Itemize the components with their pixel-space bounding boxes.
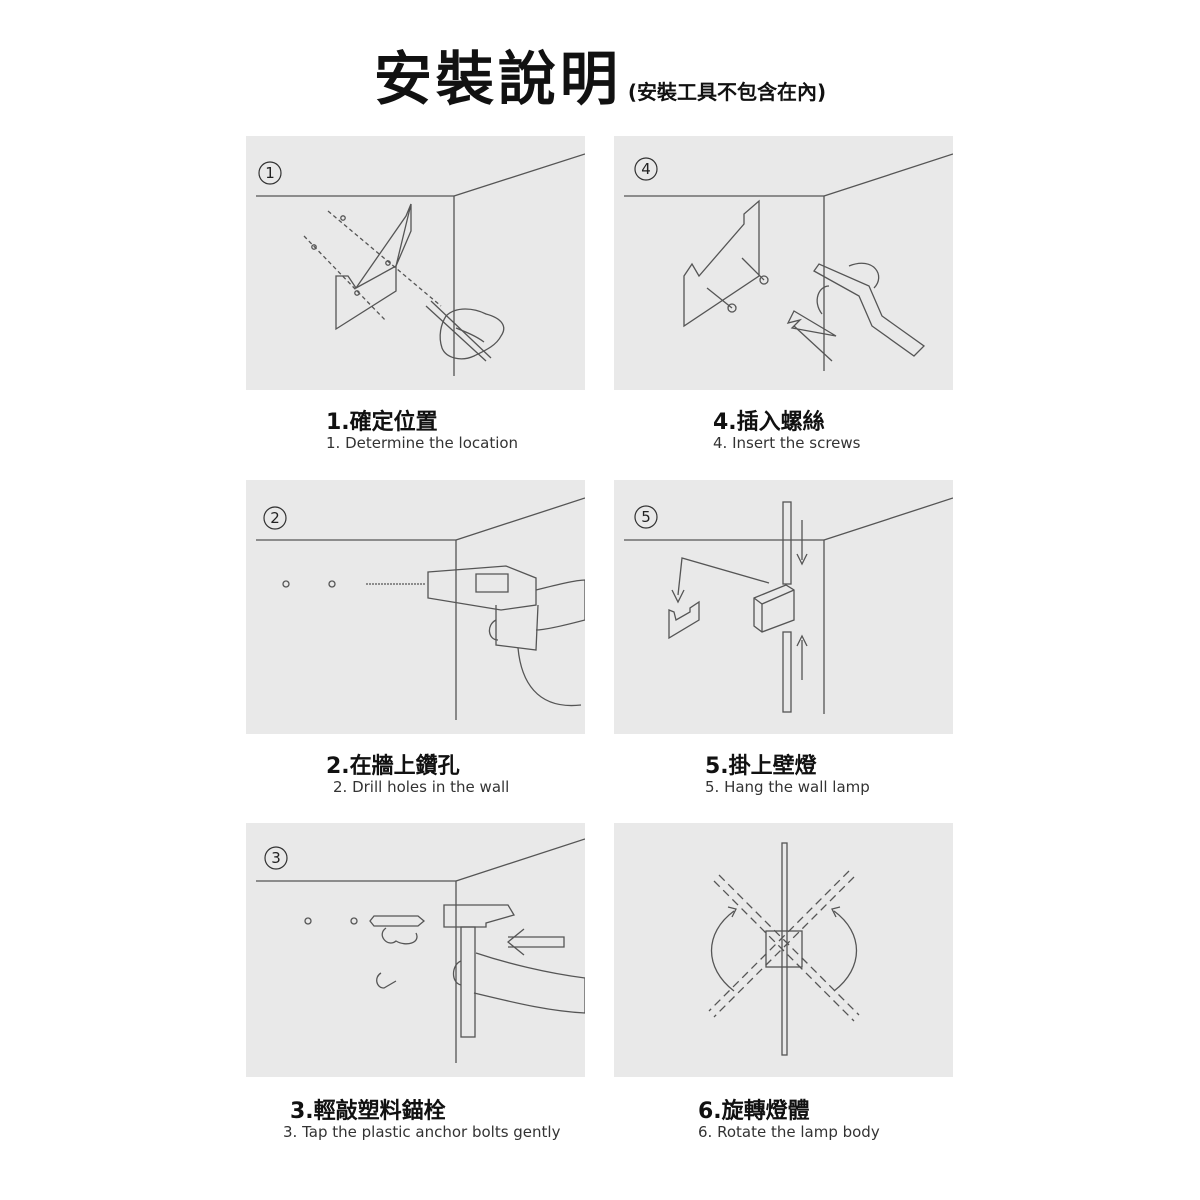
- step-5-title-en: 5. Hang the wall lamp: [705, 778, 870, 796]
- step-5-illustration: 5: [614, 480, 953, 734]
- step-6-title-en: 6. Rotate the lamp body: [698, 1123, 880, 1141]
- step-2-badge: 2: [270, 509, 280, 527]
- step-4-title-cn: 4.插入螺絲: [713, 410, 825, 435]
- step-2-title-cn: 2.在牆上鑽孔: [326, 754, 460, 779]
- step-2-illustration: 2: [246, 480, 585, 734]
- page-subtitle: (安裝工具不包含在內): [627, 80, 827, 104]
- step-3-badge: 3: [271, 849, 281, 867]
- step-3-drawing: 3: [256, 838, 585, 1063]
- step-5-title-cn: 5.掛上壁燈: [705, 754, 817, 779]
- step-2-drawing: 2: [256, 497, 585, 720]
- step-3-title-en: 3. Tap the plastic anchor bolts gently: [283, 1123, 561, 1141]
- step-5-drawing: 5: [624, 497, 953, 714]
- page-title: 安裝說明: [373, 45, 622, 113]
- step-6-drawing: [708, 842, 860, 1056]
- step-3-title-cn: 3.輕敲塑料錨栓: [290, 1099, 446, 1124]
- step-1-badge: 1: [265, 164, 275, 182]
- step-1-drawing: 1: [256, 153, 585, 376]
- step-6-title-cn: 6.旋轉燈體: [698, 1099, 810, 1124]
- step-5-badge: 5: [641, 508, 651, 526]
- step-1-title-cn: 1.確定位置: [326, 410, 438, 435]
- step-2-title-en: 2. Drill holes in the wall: [333, 778, 510, 796]
- step-4-title-en: 4. Insert the screws: [713, 434, 861, 452]
- step-1-title-en: 1. Determine the location: [326, 434, 519, 452]
- step-3-illustration: 3: [246, 823, 585, 1077]
- step-4-illustration: 4: [614, 136, 953, 390]
- step-6-illustration: [614, 823, 953, 1077]
- step-4-badge: 4: [641, 160, 651, 178]
- header: 安裝說明(安裝工具不包含在內): [0, 32, 1200, 116]
- step-1-illustration: 1: [246, 136, 585, 390]
- step-4-drawing: 4: [624, 153, 953, 371]
